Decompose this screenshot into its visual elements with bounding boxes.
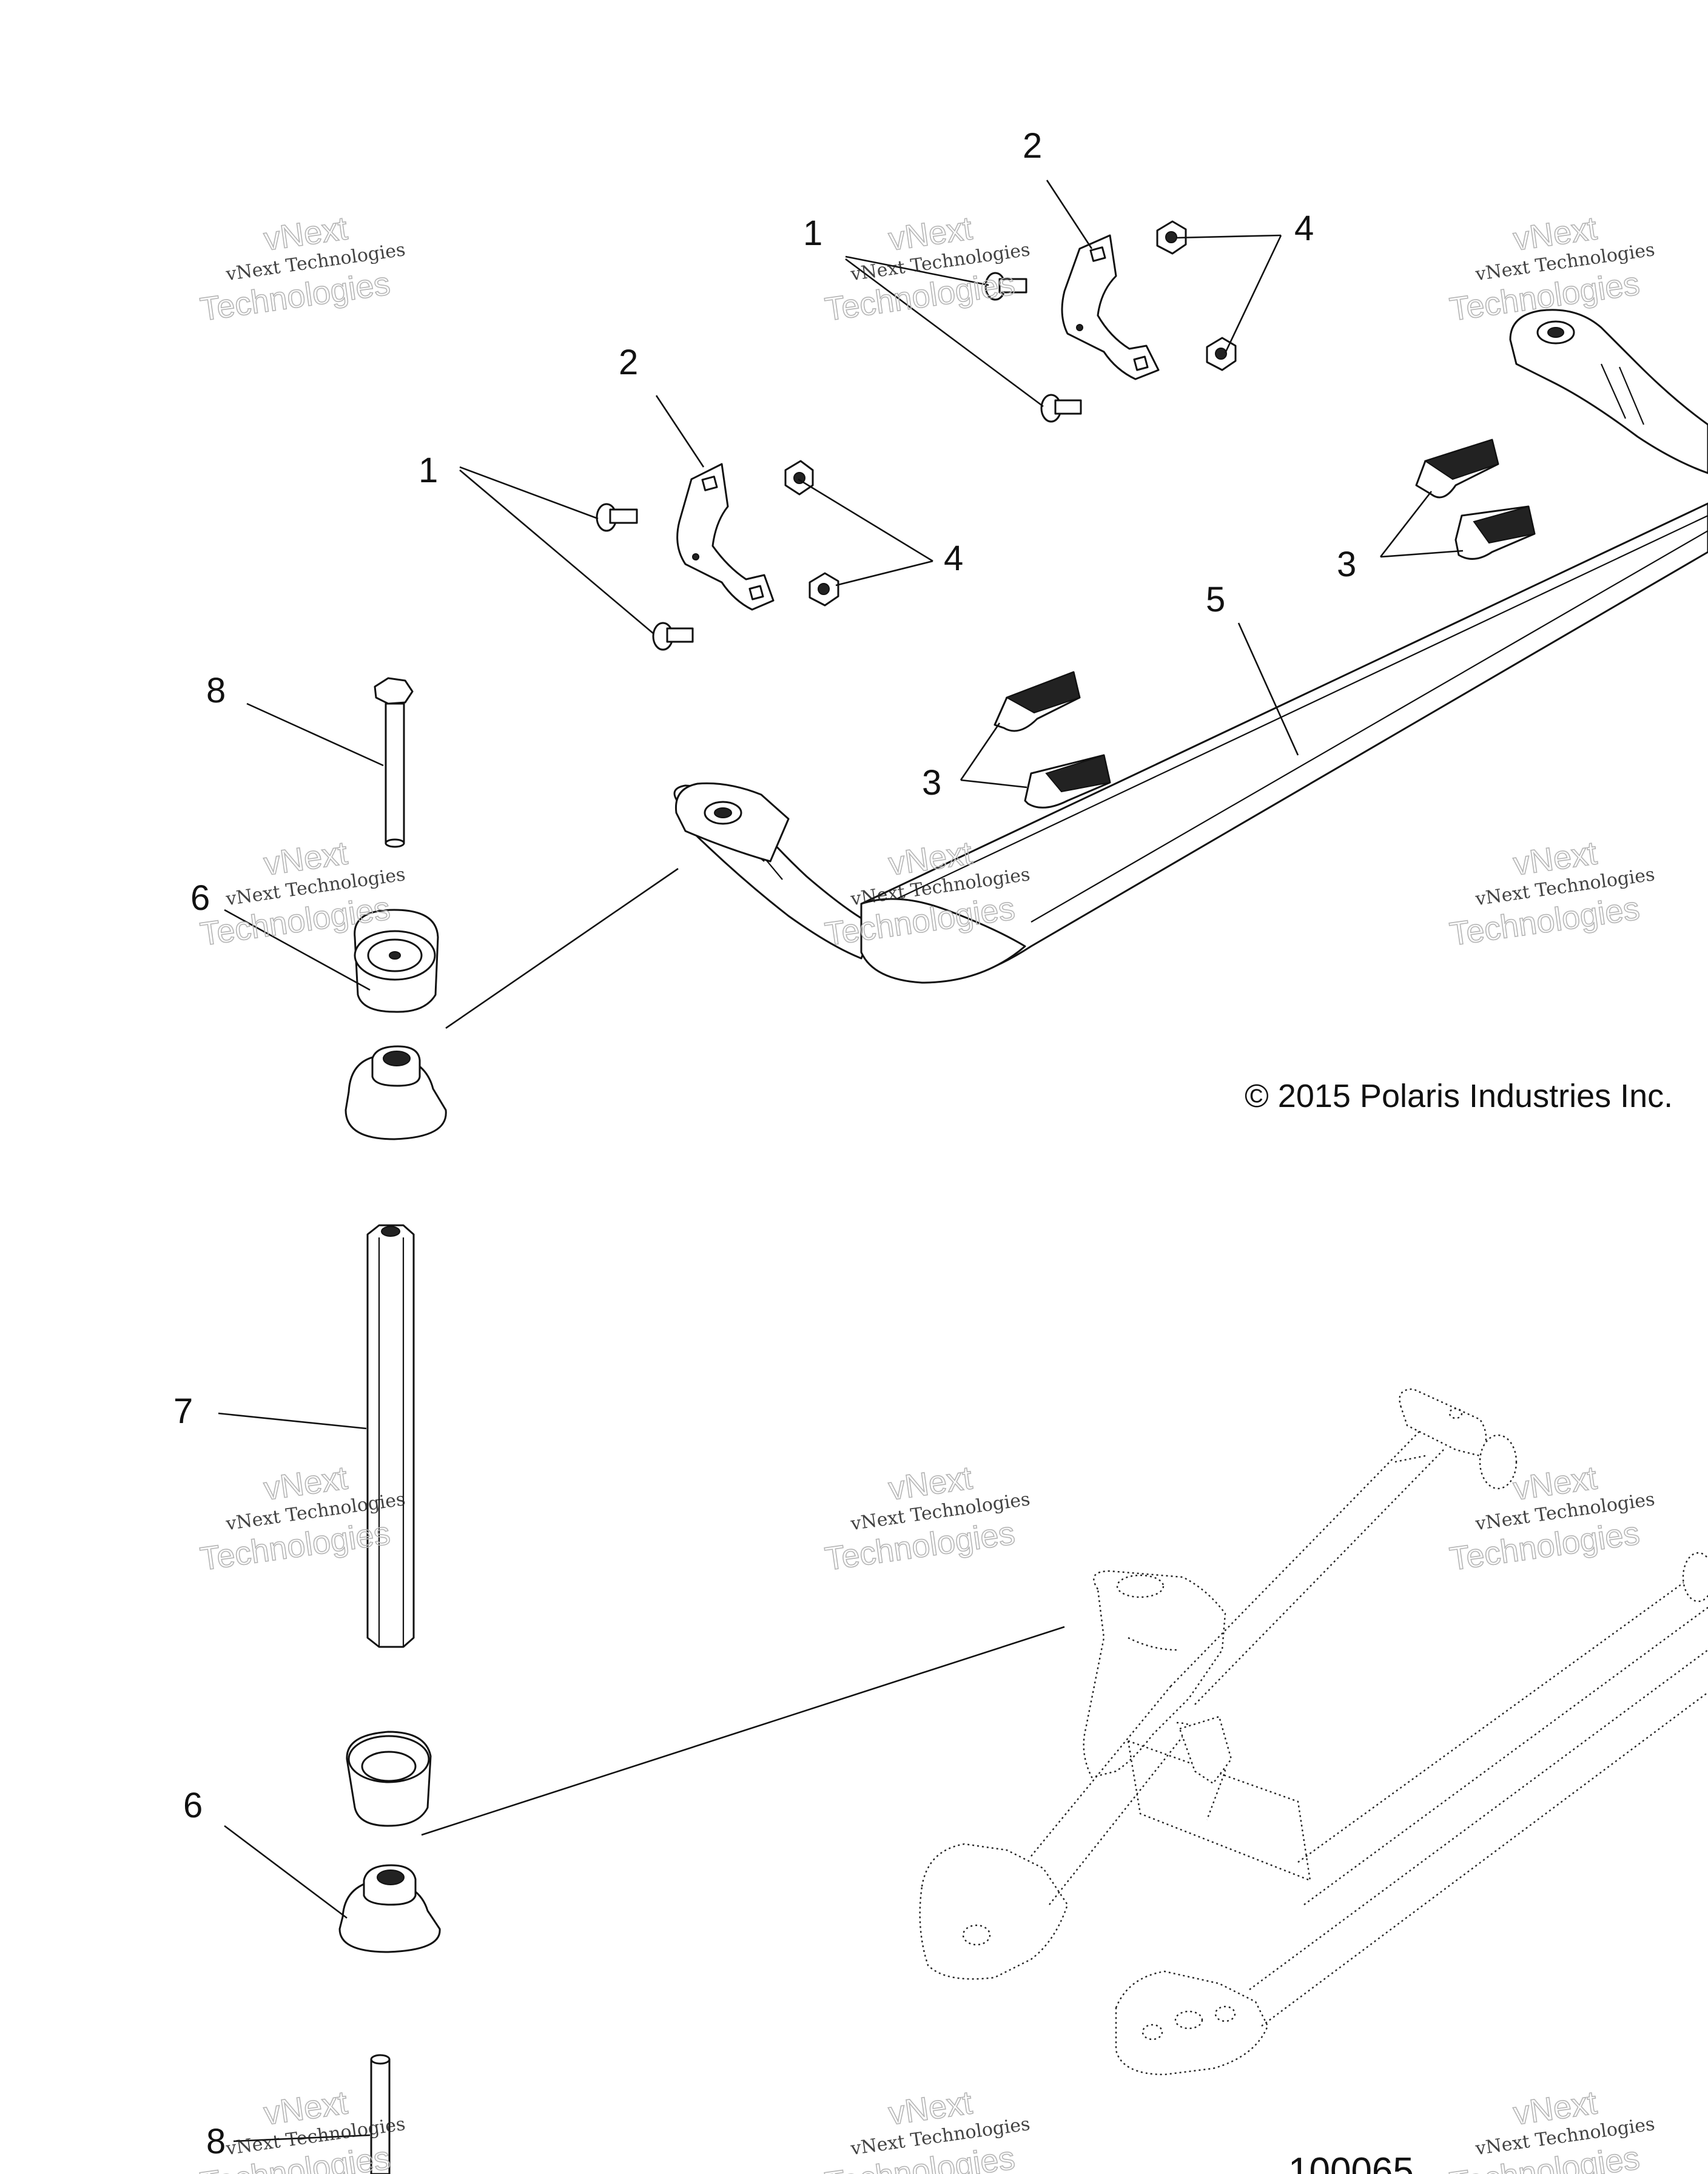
clamp-2-left	[676, 463, 775, 611]
sleeve-7	[366, 1224, 415, 1648]
bolt-1-c	[984, 272, 1027, 301]
callout-7: 7	[173, 1392, 193, 1431]
copyright-notice: © 2015 Polaris Industries Inc.	[1245, 1078, 1673, 1114]
stabilizer-bar	[673, 309, 1708, 984]
callout-5: 5	[1206, 580, 1225, 619]
watermark-9: vNext vNext Technologies Technologies	[1447, 1459, 1656, 1578]
frame-reference	[919, 1388, 1708, 2076]
bushing-6-upper	[354, 909, 439, 1013]
bolt-1-b	[652, 622, 694, 651]
callout-3-center: 3	[922, 763, 941, 803]
figure-number: 100065	[1288, 2150, 1414, 2174]
callout-6-lower: 6	[183, 1786, 203, 1825]
bushing-3-upper-right-b	[1454, 505, 1536, 560]
callout-1-lower: 1	[419, 451, 438, 490]
bushing-3-center-a	[994, 671, 1081, 732]
watermark-1: vNext vNext Technologies Technologies	[198, 209, 407, 328]
watermark-8: vNext vNext Technologies Technologies	[822, 1459, 1032, 1578]
bushing-3-center-b	[1024, 754, 1111, 809]
nut-4-c	[1156, 220, 1187, 255]
callout-3-right: 3	[1337, 545, 1356, 584]
callout-2-lower: 2	[619, 343, 638, 382]
bolt-8-upper	[374, 677, 414, 848]
watermark-11: vNext vNext Technologies Technologies	[822, 2084, 1032, 2174]
bolt-8-lower	[370, 2054, 391, 2174]
bushing-6-lower-of-upper-pair	[345, 1045, 447, 1140]
callout-labels: 1 1 2 2 3 3 4 4 5 6 6 7 8 8	[173, 126, 1356, 2161]
callout-8-upper: 8	[206, 671, 226, 710]
watermark-10: vNext vNext Technologies Technologies	[198, 2084, 407, 2174]
watermark-12: vNext vNext Technologies Technologies	[1447, 2084, 1656, 2174]
bushing-6-lower	[338, 1864, 441, 1953]
watermark-2: vNext vNext Technologies Technologies	[822, 209, 1032, 328]
leader-lines	[218, 180, 1464, 2142]
clamp-2-right	[1061, 234, 1160, 380]
bolt-1-d	[1040, 394, 1082, 423]
callout-6-upper: 6	[190, 878, 210, 918]
callout-1-upper: 1	[803, 214, 822, 253]
bushing-6-upper-of-lower-pair	[346, 1731, 432, 1827]
nut-4-d	[1206, 337, 1237, 371]
callout-4-upper: 4	[1294, 209, 1314, 248]
nut-4-a	[784, 460, 814, 496]
bolt-1-a	[596, 503, 638, 532]
callout-4-lower: 4	[944, 539, 963, 578]
bushing-3-upper-right-a	[1415, 439, 1499, 499]
watermark-6: vNext vNext Technologies Technologies	[1447, 834, 1656, 953]
callout-8-lower: 8	[206, 2122, 226, 2161]
nut-4-b	[809, 572, 839, 607]
watermark-3: vNext vNext Technologies Technologies	[1447, 209, 1656, 328]
callout-2-upper: 2	[1023, 126, 1042, 166]
